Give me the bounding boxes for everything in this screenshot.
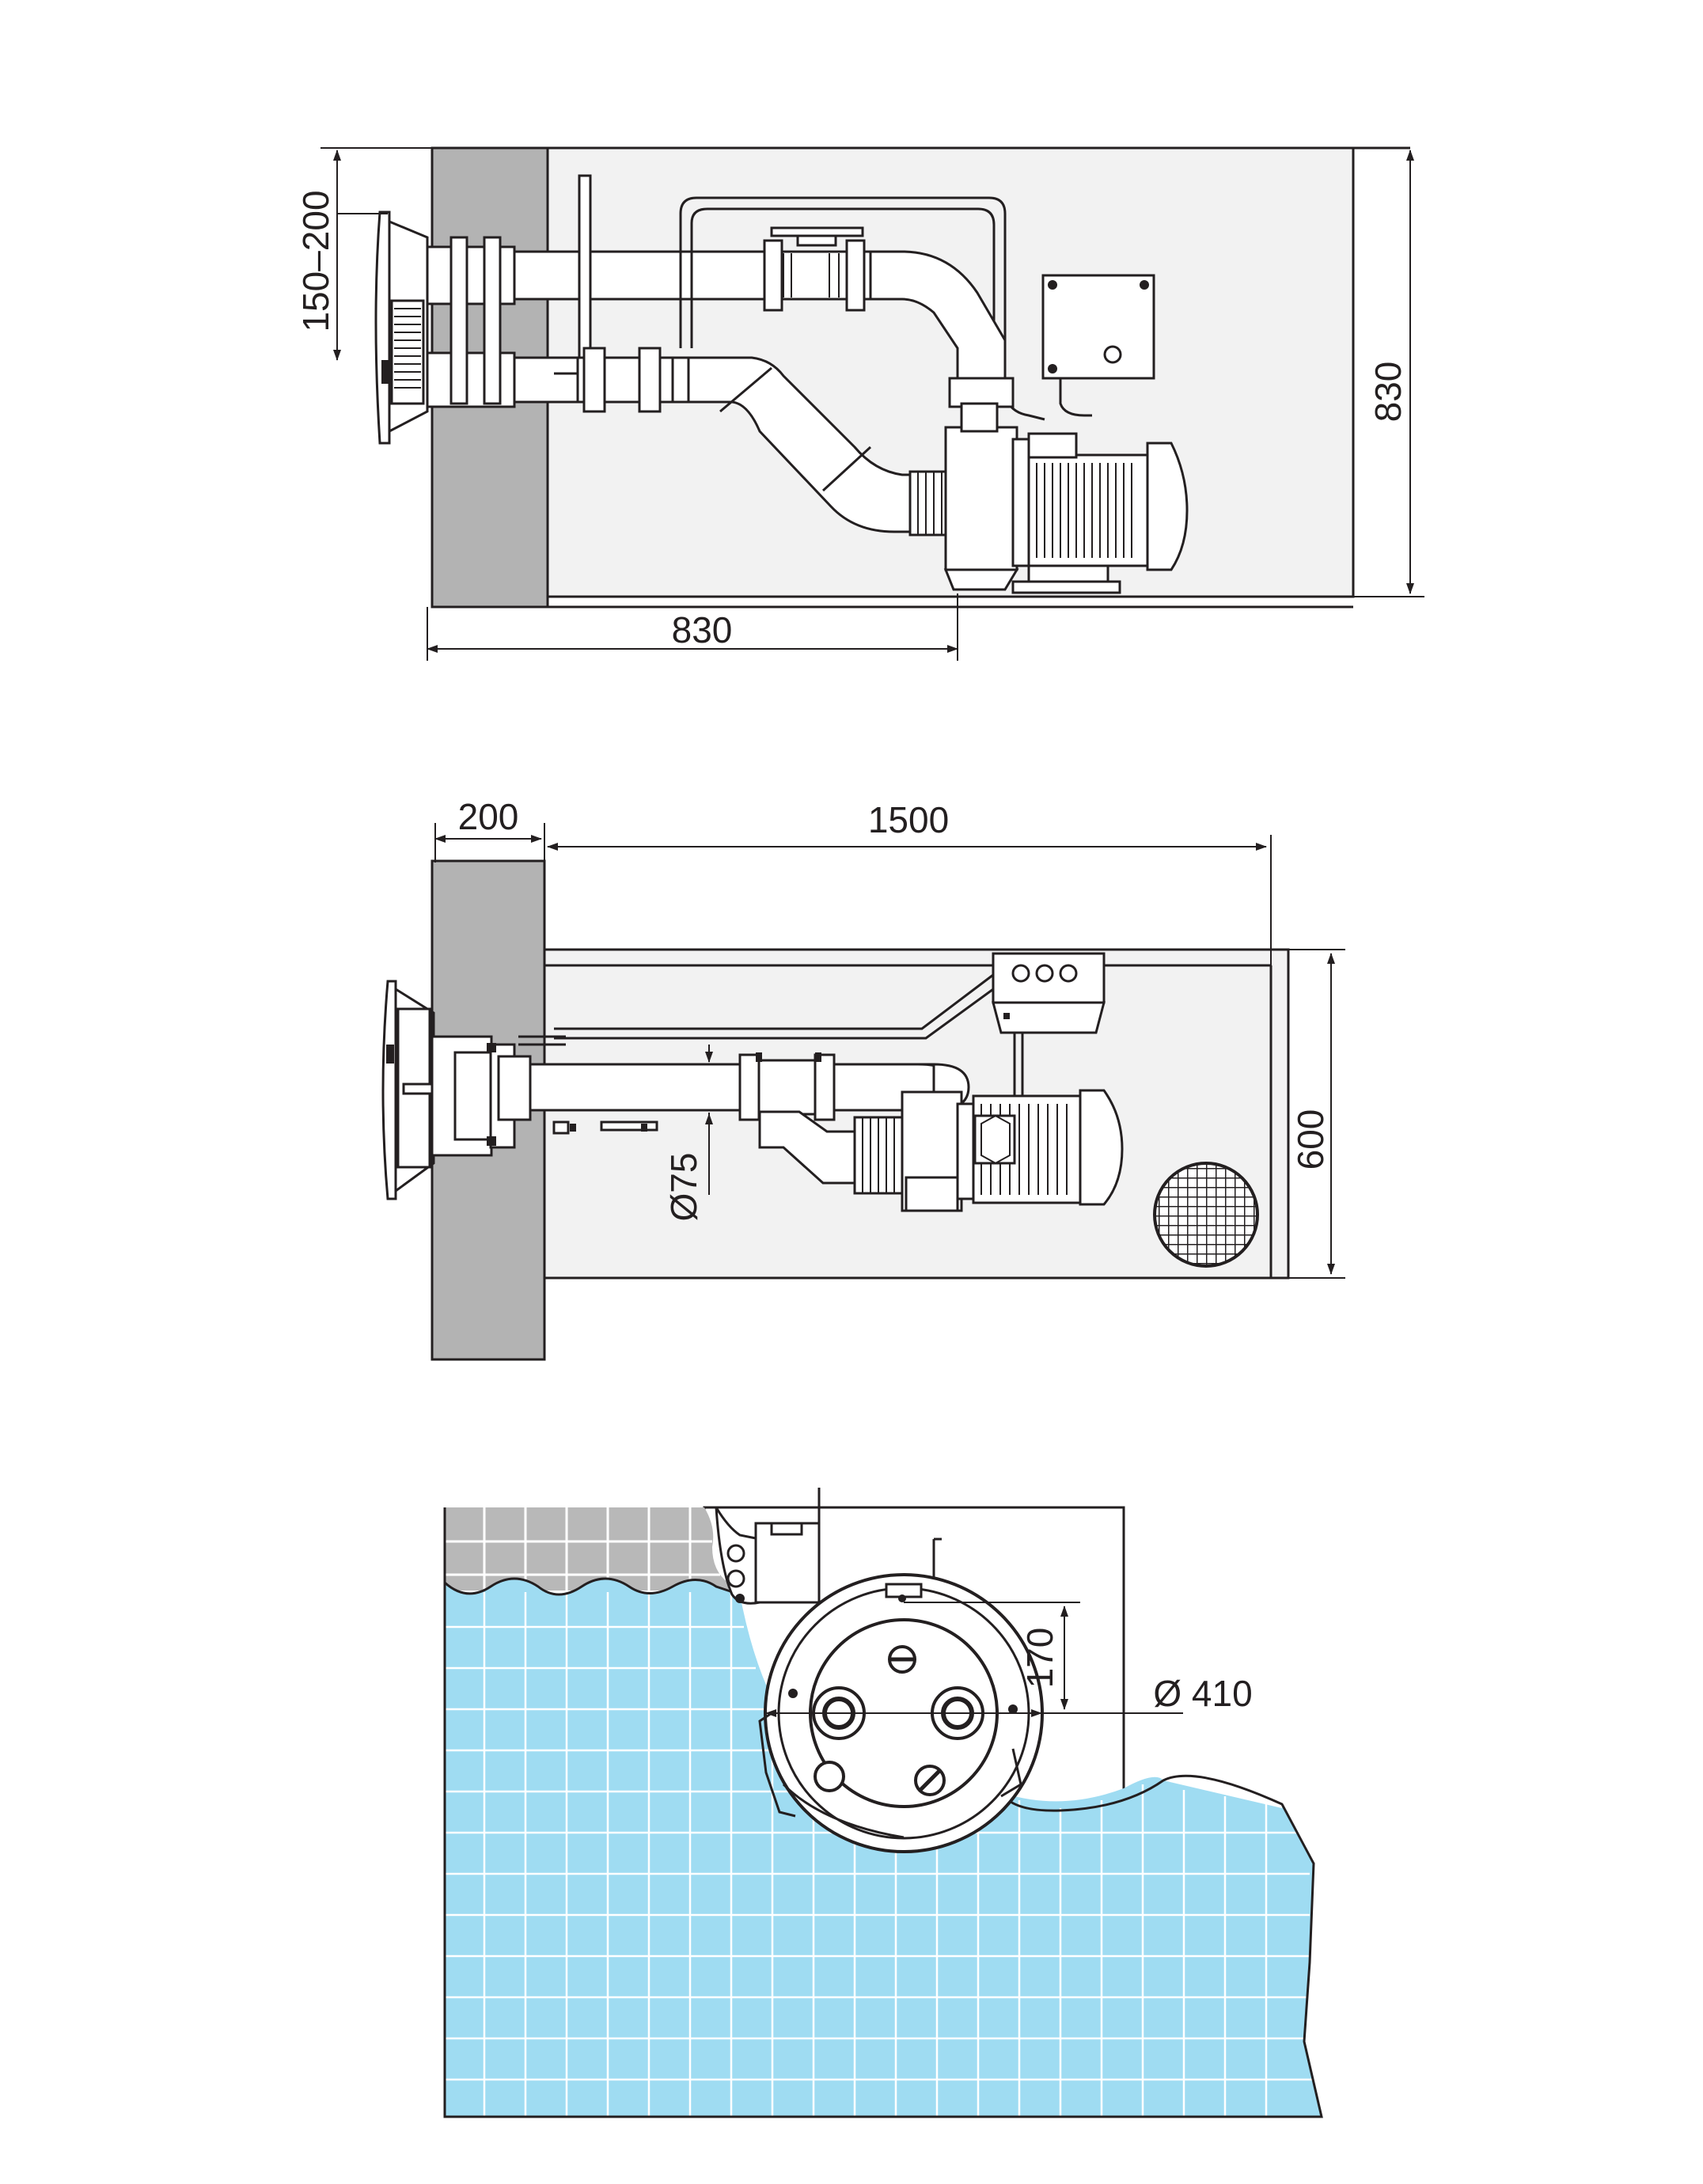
control-rod xyxy=(578,174,592,375)
plan-control-box xyxy=(992,952,1106,1096)
tile-wall xyxy=(445,1507,728,1591)
plan-main-pipe xyxy=(513,1063,935,1112)
upper-elbow xyxy=(869,250,1007,397)
plan-view: 200 1500 600 Ø75 xyxy=(381,796,1345,1361)
length-dimension-label: 1500 xyxy=(868,799,949,840)
button-light xyxy=(814,1761,845,1792)
control-box xyxy=(1041,274,1155,417)
front-height-label: 170 xyxy=(1019,1628,1060,1689)
offset-dimension-label: 150–200 xyxy=(295,190,336,332)
top-view: 150–200 830 830 xyxy=(295,146,1424,661)
width-dimension-label: 600 xyxy=(1290,1109,1331,1170)
floor-drain xyxy=(1153,1162,1259,1268)
height-dimension-label: 830 xyxy=(1367,362,1409,423)
depth-dimension-label: 830 xyxy=(672,609,733,650)
wall-dimension-label: 200 xyxy=(458,796,519,837)
front-diameter-label: Ø 410 xyxy=(1153,1673,1252,1714)
plan-pump xyxy=(901,1089,1124,1212)
pipe-diameter-label: Ø75 xyxy=(663,1153,704,1222)
plan-faceplate xyxy=(381,980,437,1200)
motor xyxy=(1011,432,1189,594)
jet-faceplate xyxy=(374,210,429,445)
front-view: 170 Ø 410 xyxy=(443,1488,1323,2118)
pump xyxy=(943,402,1030,591)
